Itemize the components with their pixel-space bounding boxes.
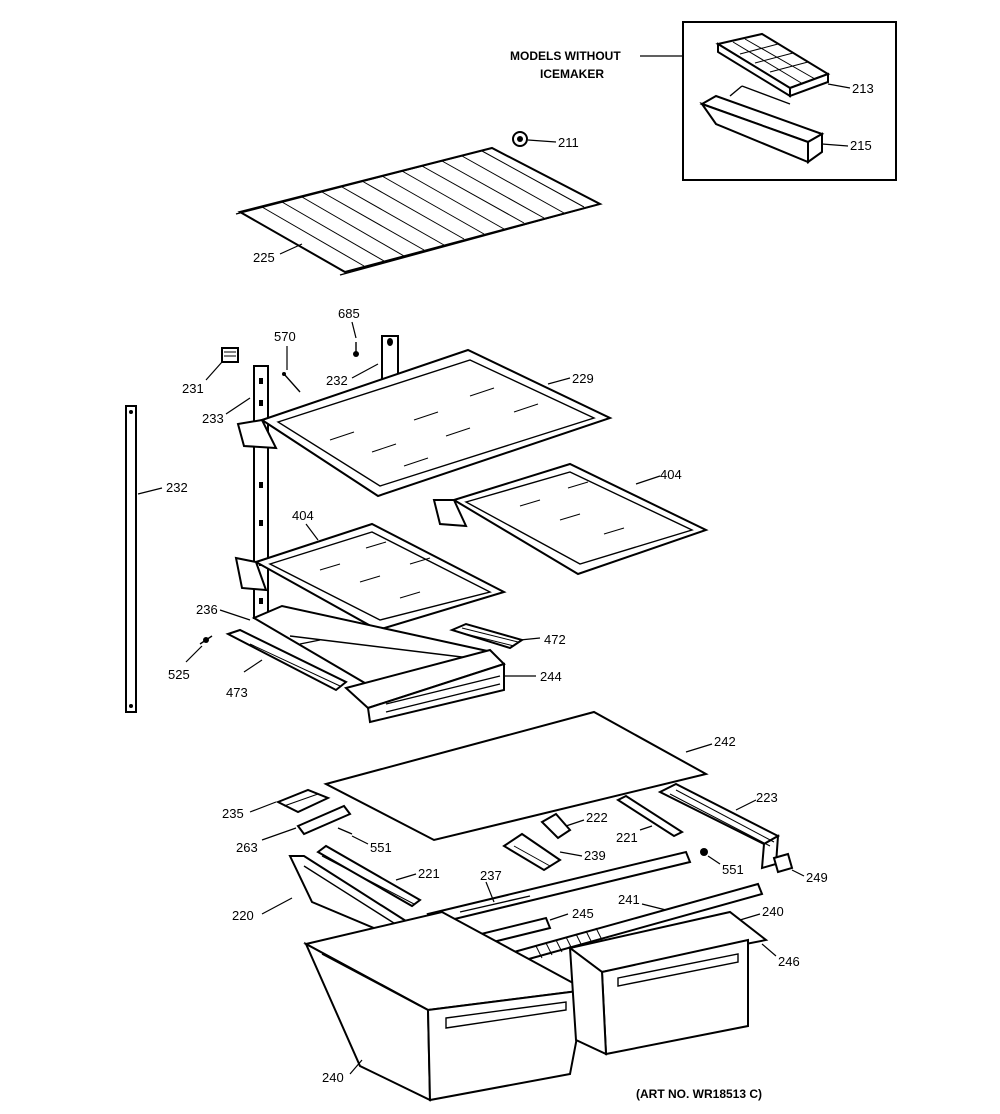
callout-221-left: 221 xyxy=(418,866,440,881)
callout-473: 473 xyxy=(226,685,248,700)
callout-249: 249 xyxy=(806,870,828,885)
callout-404-right: 404 xyxy=(660,467,682,482)
callout-215: 215 xyxy=(850,138,872,153)
callout-220: 220 xyxy=(232,908,254,923)
callout-570: 570 xyxy=(274,329,296,344)
pan-rail-left xyxy=(316,844,422,908)
callout-241: 241 xyxy=(618,892,640,907)
pan-cover-slide xyxy=(449,622,525,650)
pan-stop xyxy=(540,812,572,840)
callout-236: 236 xyxy=(196,602,218,617)
callout-685: 685 xyxy=(338,306,360,321)
crisper-pan-left xyxy=(303,910,590,1102)
shelf-clip xyxy=(221,347,239,363)
pan-clip xyxy=(772,852,794,874)
callout-240-right: 240 xyxy=(762,904,784,919)
callout-233: 233 xyxy=(202,411,224,426)
callout-246-right: 246 xyxy=(778,954,800,969)
callout-229: 229 xyxy=(572,371,594,386)
inset-models-without-icemaker: MODELS WITHOUT ICEMAKER 213 215 xyxy=(510,21,897,181)
callout-221-right: 221 xyxy=(616,830,638,845)
callout-240-left: 240 xyxy=(322,1070,344,1085)
pan-rail-right xyxy=(615,794,685,838)
callout-213: 213 xyxy=(852,81,874,96)
wire-shelf xyxy=(235,146,603,276)
cover-screw-left xyxy=(337,827,353,835)
callout-525: 525 xyxy=(168,667,190,682)
callout-404-left: 404 xyxy=(292,508,314,523)
pan-rail xyxy=(225,628,348,692)
callout-232-short: 232 xyxy=(326,373,348,388)
callout-211: 211 xyxy=(558,135,579,150)
callout-551-right: 551 xyxy=(722,862,744,877)
callout-232-long: 232 xyxy=(166,480,188,495)
callout-551-left: 551 xyxy=(370,840,392,855)
art-number: (ART NO. WR18513 C) xyxy=(636,1087,762,1101)
glass-shelf-top xyxy=(236,348,613,498)
pan-screw xyxy=(199,635,213,645)
callout-263: 263 xyxy=(236,840,258,855)
crisper-cover-glass xyxy=(323,710,709,842)
screw xyxy=(353,342,359,357)
shelf-rail-long xyxy=(125,405,137,713)
glass-shelf-right xyxy=(432,462,709,576)
crisper-pan-right xyxy=(567,910,769,1056)
inset-heading-line2: ICEMAKER xyxy=(540,67,604,81)
glass-shelf-left xyxy=(234,522,507,632)
cover-support-front xyxy=(275,788,331,814)
ice-bin xyxy=(699,85,825,164)
callout-472: 472 xyxy=(544,632,566,647)
callout-223: 223 xyxy=(756,790,778,805)
callout-231: 231 xyxy=(182,381,204,396)
inset-heading-line1: MODELS WITHOUT xyxy=(510,49,621,63)
cover-screw-right xyxy=(700,848,708,856)
shelf-knob xyxy=(512,131,528,147)
ice-tray xyxy=(715,32,831,98)
callout-244: 244 xyxy=(540,669,562,684)
center-bracket xyxy=(502,832,562,872)
callout-245: 245 xyxy=(572,906,594,921)
pan-track-right xyxy=(657,782,781,870)
callout-225: 225 xyxy=(253,250,275,265)
callout-239: 239 xyxy=(584,848,606,863)
callout-235: 235 xyxy=(222,806,244,821)
shelf-screw xyxy=(282,372,301,393)
callout-222: 222 xyxy=(586,810,608,825)
callout-242: 242 xyxy=(714,734,736,749)
meat-pan xyxy=(343,648,506,724)
callout-237: 237 xyxy=(480,868,502,883)
cover-support-rail xyxy=(296,804,352,836)
